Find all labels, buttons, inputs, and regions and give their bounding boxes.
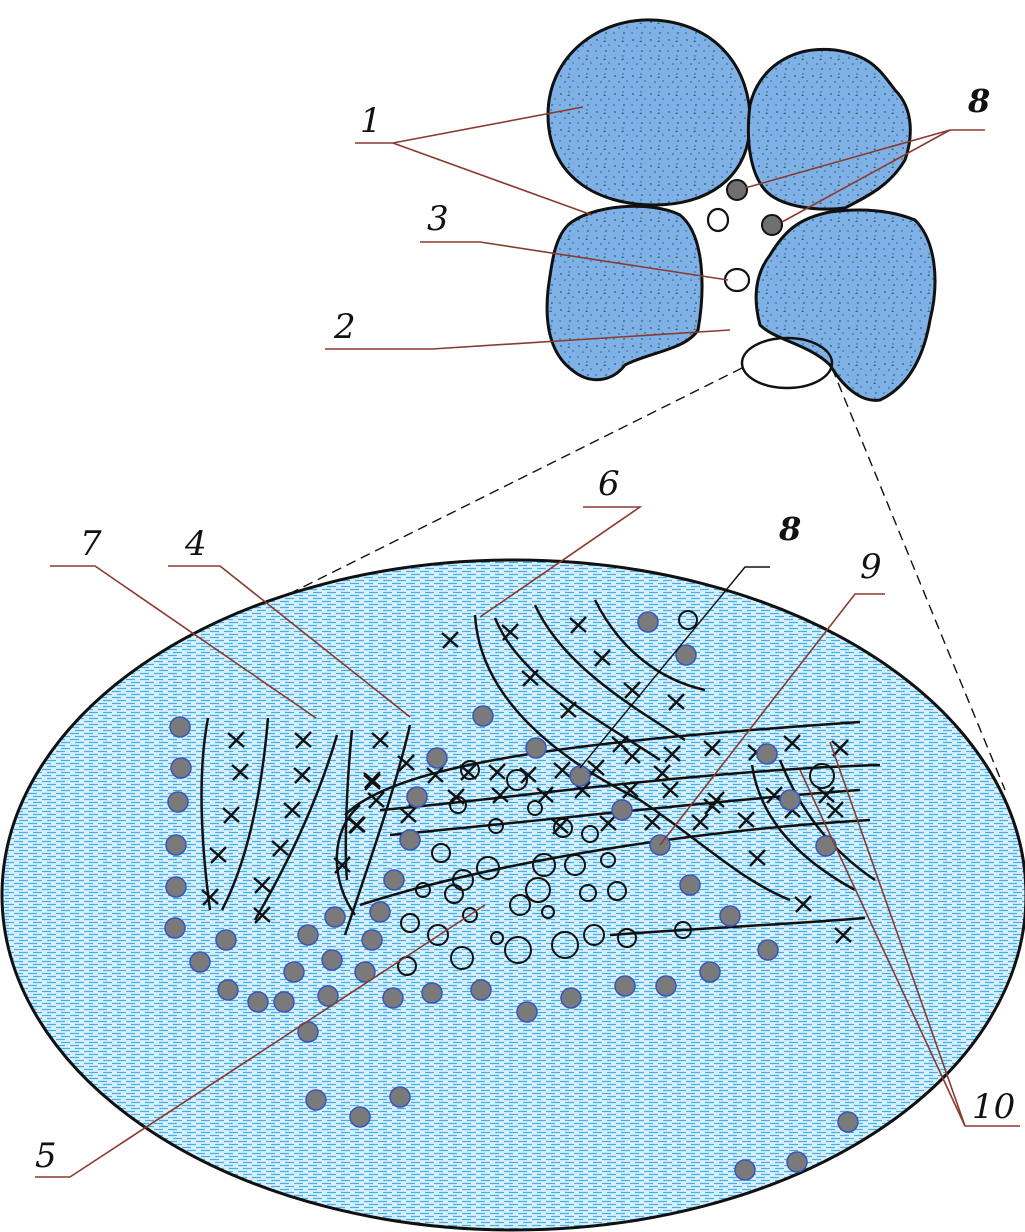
particle [218,980,238,1000]
magnified-view [2,560,1025,1230]
label-6: 6 [598,464,620,504]
label-10: 10 [972,1087,1015,1127]
magnified-region-marker [742,338,832,388]
particle [407,787,427,807]
particle [570,766,590,786]
grain-top-left [548,20,750,205]
particle [471,980,491,1000]
particle [561,988,581,1008]
label-5: 5 [35,1136,57,1176]
particle [700,962,720,982]
particle [165,918,185,938]
particle [612,800,632,820]
particle [306,1090,326,1110]
particle [656,976,676,996]
label-7: 7 [80,524,102,564]
dark-particle [727,180,747,200]
particle [170,717,190,737]
particle [248,992,268,1012]
particle [384,870,404,890]
particle [422,983,442,1003]
particle [216,930,236,950]
particle [284,962,304,982]
grain-cluster [547,20,935,400]
particle [680,875,700,895]
dark-particle [762,215,782,235]
bubble [725,269,749,291]
particle [735,1160,755,1180]
particle [362,930,382,950]
particle [526,738,546,758]
particle [400,830,420,850]
label-8-mid: 8 [778,510,801,548]
particle [322,950,342,970]
label-3: 3 [427,199,449,239]
particle [274,992,294,1012]
particle [166,835,186,855]
particle [166,877,186,897]
particle [758,940,778,960]
particle [720,906,740,926]
particle [390,1087,410,1107]
particle [757,744,777,764]
particle [787,1152,807,1172]
particle [298,925,318,945]
grain-bottom-left [547,206,702,379]
label-9: 9 [860,547,882,587]
particle [171,758,191,778]
particle [427,748,447,768]
particle [370,902,390,922]
particle [473,706,493,726]
particle [190,952,210,972]
particle [517,1002,537,1022]
label-4: 4 [184,524,207,564]
particle [638,612,658,632]
label-8-top: 8 [967,82,990,120]
particle [816,836,836,856]
particle [780,790,800,810]
grain-top-right [748,49,910,209]
grain-bottom-right [756,210,935,400]
particle [838,1112,858,1132]
particle [350,1107,370,1127]
particle [615,976,635,996]
particle [383,988,403,1008]
label-2: 2 [333,307,356,347]
particle [325,907,345,927]
label-1: 1 [360,101,382,141]
particle [168,792,188,812]
bubble [708,209,728,231]
